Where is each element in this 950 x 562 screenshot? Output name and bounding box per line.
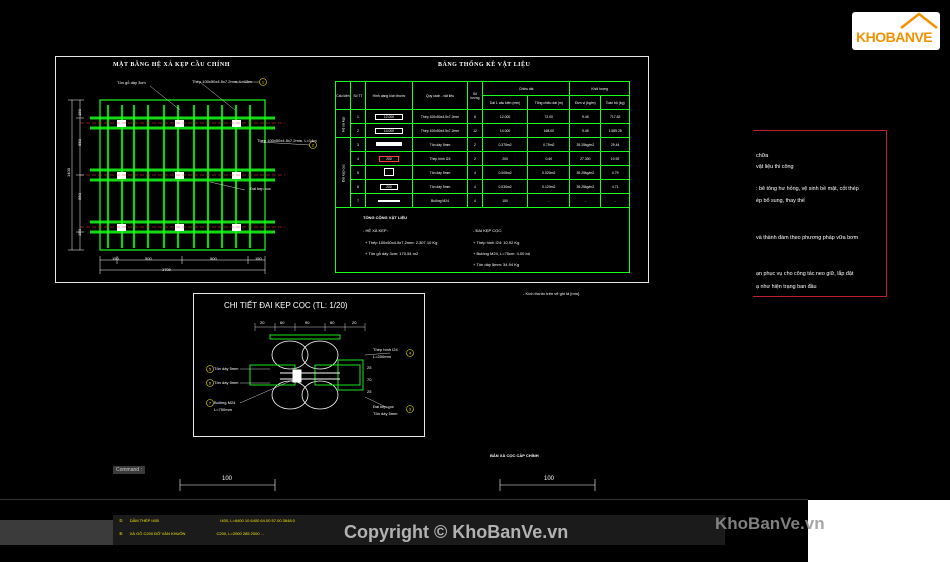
detail-right-1: Thép hình I24 xyxy=(373,347,398,352)
plan-label-thep2: Thép 100x50x4.5x7.2mm, L=14m xyxy=(257,138,317,143)
mat-sh-4: Toàn bộ (kg) xyxy=(600,95,630,110)
plan-dim-ltotal: 1400 xyxy=(65,168,71,177)
mat-sh-2: Tổng chiều dài (m) xyxy=(527,95,571,110)
table-row: ⑥ XÀ GỖ C200 ĐỠ VÁN KHUÔN C200, L=2000 2… xyxy=(119,531,264,536)
mat-group-2: Đai kẹp cọc xyxy=(335,137,351,208)
detail-dim-4: 60 xyxy=(330,320,335,325)
mat-sh-3: Đơn vị (kg/m) xyxy=(569,95,602,110)
plan-dim-l1: 150 xyxy=(76,109,82,116)
note-line-4: ép bổ sung, thay thế xyxy=(756,198,805,204)
note-line-6: và thành đám theo phương pháp vữa bơm xyxy=(756,235,859,241)
detail-title: CHI TIẾT ĐAI KẸP CỌC (TL: 1/20) xyxy=(224,301,348,310)
command-label[interactable]: Command : xyxy=(113,466,145,474)
table-row: Hệ xà kẹp 1 12.000 Thép 100x50x4.5x7.2mm… xyxy=(335,109,630,138)
plan-label-thep1: Thép 100x50x4.5x7.2mm, L=12m xyxy=(192,79,252,84)
note-line-9: ạ như hiện trạng ban đầu xyxy=(756,284,817,290)
detail-num-5: 5 xyxy=(209,367,212,372)
logo: KHOBANVE xyxy=(852,12,940,50)
detail-side-2: 70 xyxy=(367,377,372,382)
notes-panel xyxy=(753,130,887,297)
detail-side-1: 25 xyxy=(367,365,372,370)
plan-dim-b1: 150 xyxy=(112,256,119,261)
materials-footnote: - Kích thước trên vẽ ghi là [mm]. xyxy=(523,291,581,296)
right-white-area xyxy=(808,500,950,562)
summary-right-1: + Thép hình I24: 10.92 Kg xyxy=(473,240,520,245)
materials-title: BẢNG THỐNG KÊ VẬT LIỆU xyxy=(438,62,531,68)
summary-right-head: - ĐAI KẸP CỌC: xyxy=(473,228,503,233)
plan-dim-l3: 550 xyxy=(76,193,82,200)
materials-table: Cấu kiện Số TT Hình dạng kích thước Quy … xyxy=(335,81,630,208)
detail-num-4: 4 xyxy=(409,351,412,356)
plan-title: MẶT BẰNG HỆ XÀ KẸP CẦU CHÍNH xyxy=(113,62,230,68)
plan-dim-b4: 150 xyxy=(255,256,262,261)
detail-left-1: Tôn dày 5mm xyxy=(214,366,239,371)
note-line-2: vật liệu thi công xyxy=(756,164,794,170)
plan-frame xyxy=(55,56,649,283)
plan-dim-total: 1700 xyxy=(162,267,171,272)
detail-right-2: L=200mm xyxy=(373,354,391,359)
detail-right-4: Tôn dày 5mm xyxy=(373,411,398,416)
house-roof-icon xyxy=(900,12,938,29)
note-line-1: chữa xyxy=(756,153,769,159)
mat-h-shape: Hình dạng kích thước xyxy=(365,81,413,110)
detail-left-4: L=750mm xyxy=(214,407,232,412)
detail-drawing: 5 6 7 4 3 xyxy=(206,323,414,413)
lower-dim-right: 100 xyxy=(544,476,555,482)
detail-dim-2: 60 xyxy=(280,320,285,325)
summary-right-3: + Tôn dày 5mm: 34.94 Kg xyxy=(473,262,520,267)
detail-dim-1: 20 xyxy=(260,320,265,325)
lower-caption: BẢN XÀ CỌC CẤP CHÍNH xyxy=(490,453,539,458)
summary-right-2: + Bulông M24, L=75cm: 4.00 bộ xyxy=(473,251,530,256)
mat-h-cauk: Cấu kiện xyxy=(335,81,351,110)
table-row: ⑤ DẦM THÉP I400 I400, L=6400 10 6400 64.… xyxy=(119,518,295,523)
watermark-center: Copyright © KhoBanVe.vn xyxy=(344,522,569,542)
lower-divider xyxy=(0,499,808,500)
mat-h-spec: Quy cách - vật liệu xyxy=(412,81,468,110)
plan-drawing: 1 2 xyxy=(68,78,317,274)
mat-h-stt: Số TT xyxy=(350,81,366,110)
summary-left-head: - HỆ XÀ KẸP: xyxy=(363,228,388,233)
detail-num-3: 3 xyxy=(409,407,412,412)
detail-right-3: Đai kẹp cọc xyxy=(373,404,394,409)
lower-dim-left: 100 xyxy=(222,476,233,482)
mat-sh-1: Dài 1 cấu kiện (mm) xyxy=(481,95,529,110)
summary-left-1: + Thép 100x50x4.5x7.2mm: 2.307.10 Kg xyxy=(365,240,438,245)
plan-dim-b2: 500 xyxy=(145,256,152,261)
note-line-3: : bê tông hư hỏng, vệ sinh bề mặt, cốt t… xyxy=(756,186,859,192)
detail-dim-3: 90 xyxy=(305,320,310,325)
plan-dim-l2: 550 xyxy=(76,139,82,146)
lower-dims xyxy=(179,479,596,491)
mat-h-weight: Khối lượng xyxy=(569,81,630,96)
note-line-8: ạn phục vụ cho công tác neo giữ, lắp đặt xyxy=(756,271,854,277)
plan-label-dai: Đai kẹp cọc xyxy=(250,186,271,191)
detail-num-6: 6 xyxy=(209,381,212,386)
detail-left-3: Bulông M24 xyxy=(214,400,236,405)
lower-gray-band xyxy=(0,520,113,545)
mat-h-qty: Số lượng xyxy=(467,81,483,110)
summary-left-2: + Tôn gỗ dày 3cm: 170.54 m2 xyxy=(365,251,419,256)
detail-left-2: Tôn dày 5mm xyxy=(214,380,239,385)
detail-side-3: 25 xyxy=(367,389,372,394)
plan-callout-2: 2 xyxy=(312,143,315,148)
mat-group-1: Hệ xà kẹp xyxy=(335,109,351,138)
detail-frame xyxy=(193,293,425,437)
watermark-right: KhoBanVe.vn xyxy=(715,514,825,533)
materials-summary-title: TỔNG CỘNG VẬT LIỆU xyxy=(363,215,407,220)
plan-callout-1: 1 xyxy=(262,80,265,85)
plan-dim-b3: 500 xyxy=(210,256,217,261)
detail-num-7: 7 xyxy=(209,401,212,406)
detail-dim-5: 20 xyxy=(352,320,357,325)
mat-h-len: Chiều dài xyxy=(481,81,571,96)
logo-text: KHOBANVE xyxy=(856,29,933,45)
plan-label-ton: Tôn gỗ dày 3cm xyxy=(117,80,146,85)
plan-dim-l4: 150 xyxy=(76,229,82,236)
lower-table: ⑤ DẦM THÉP I400 I400, L=6400 10 6400 64.… xyxy=(113,515,725,545)
